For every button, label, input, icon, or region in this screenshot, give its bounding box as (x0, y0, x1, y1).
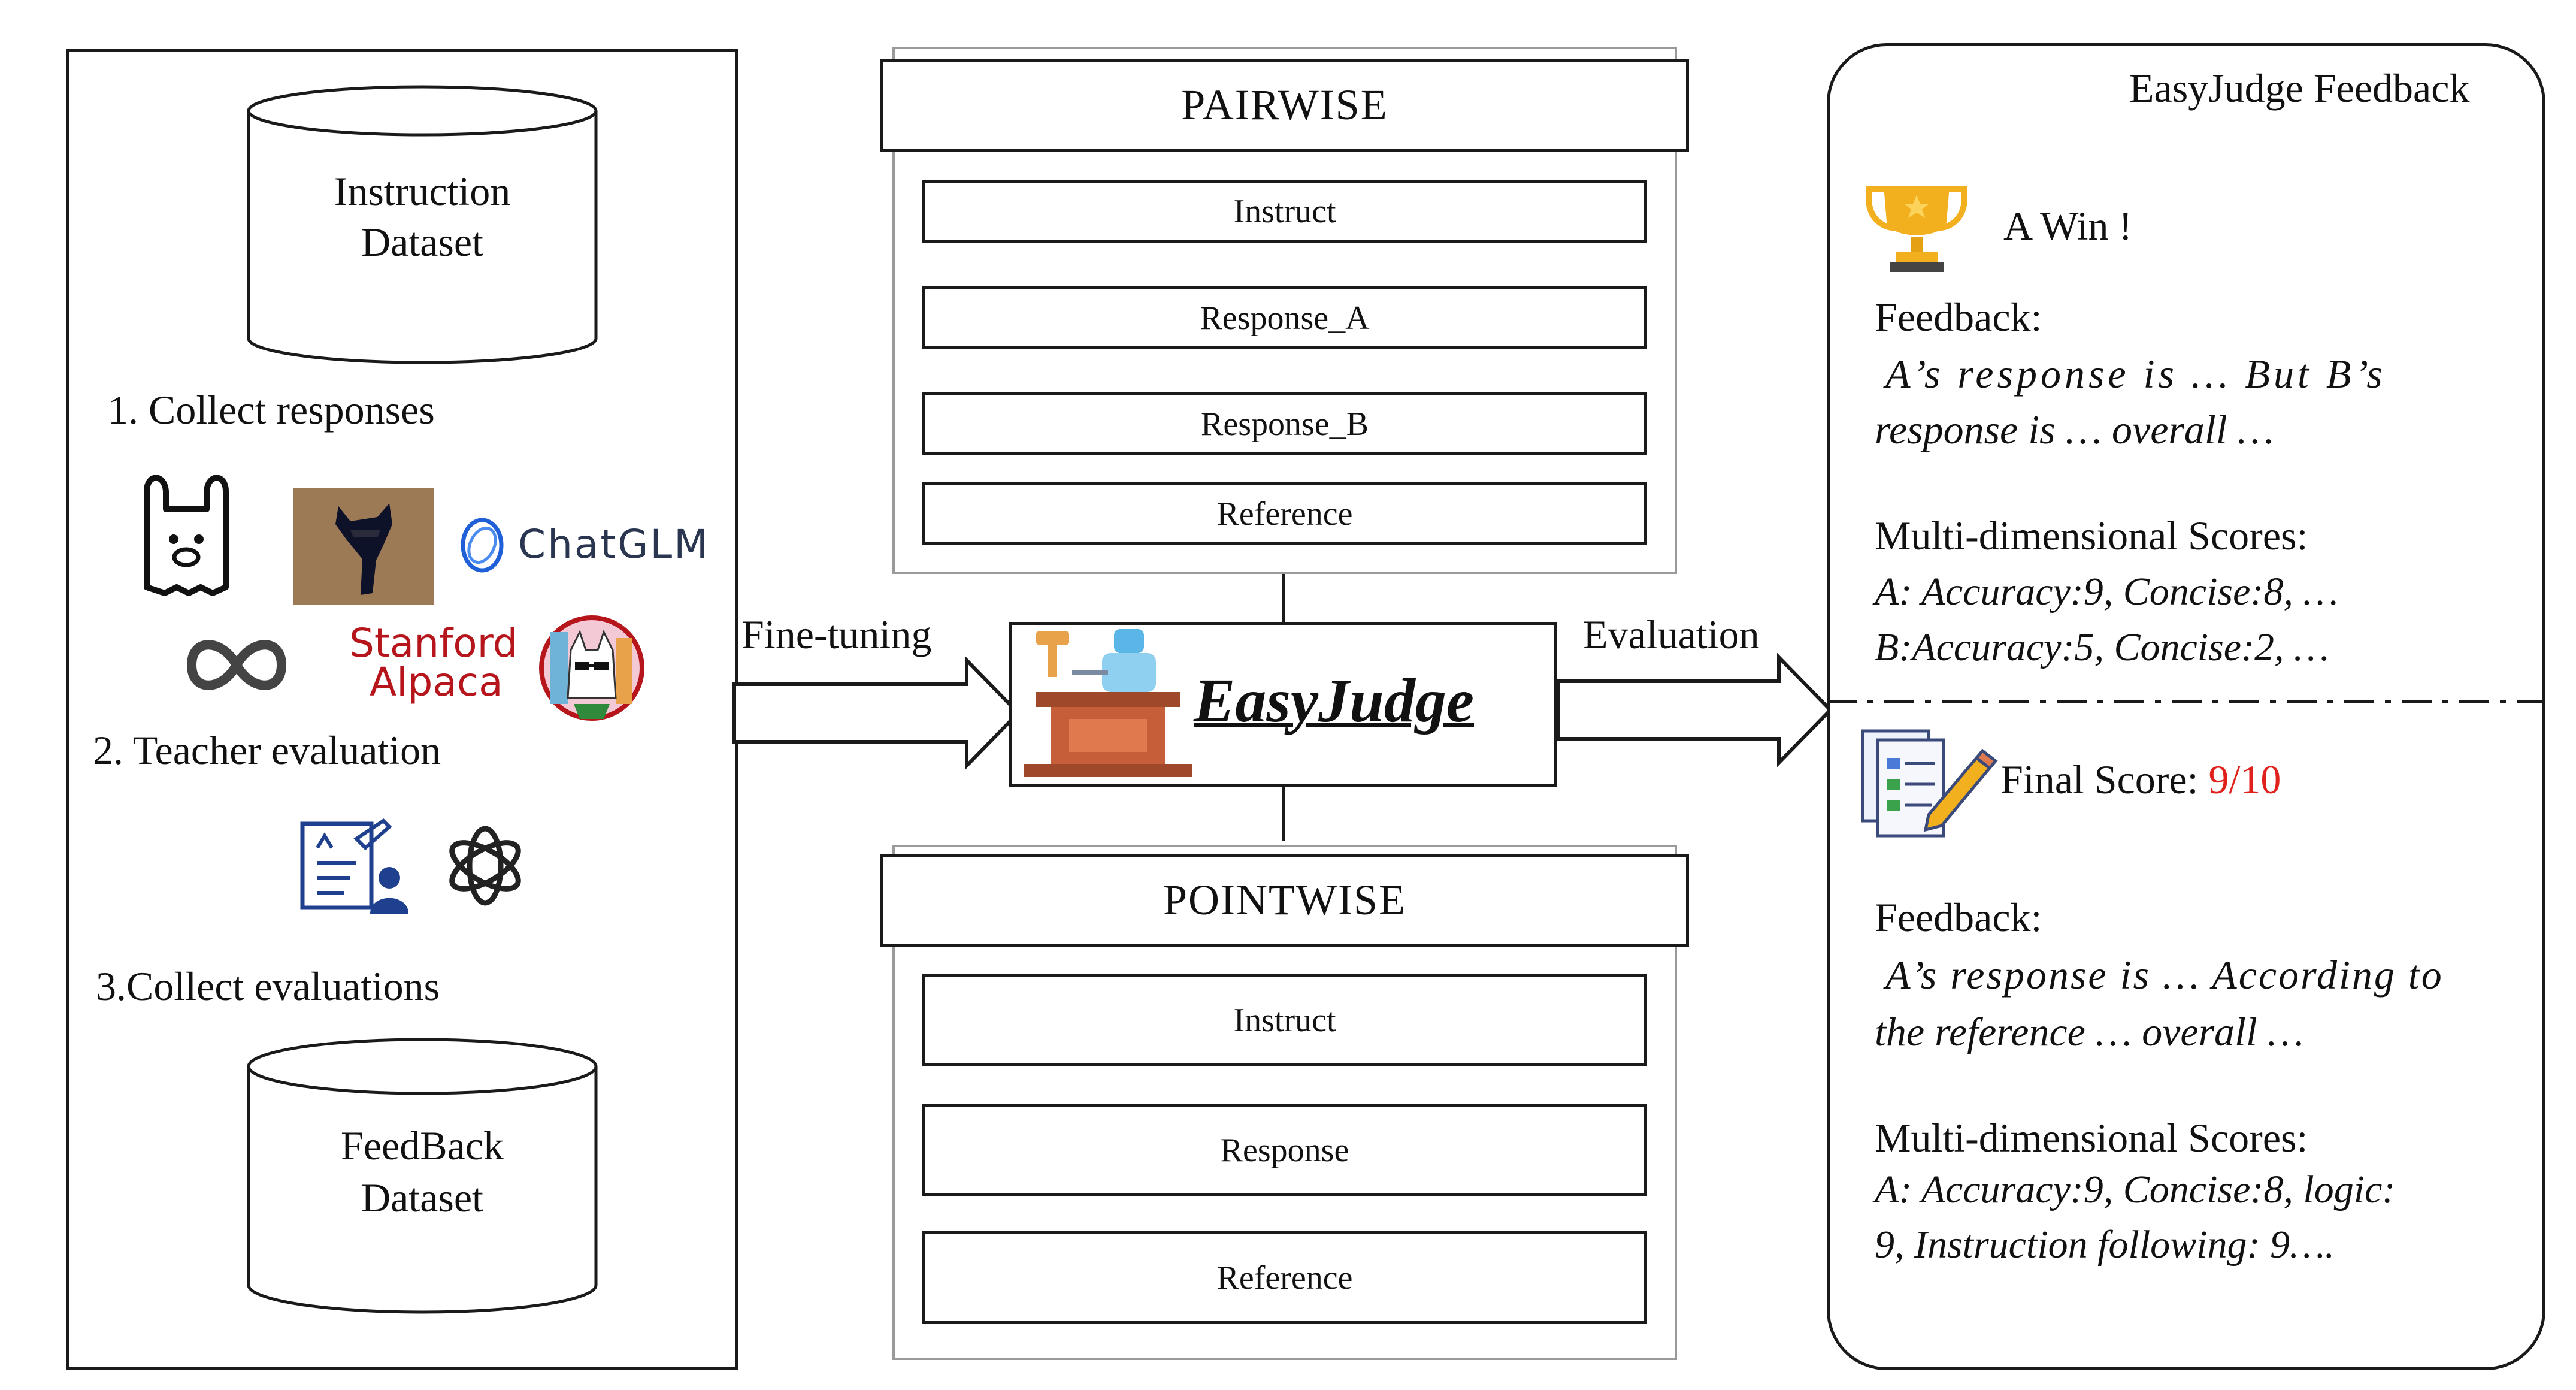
step-teacher-evaluation: 2. Teacher evaluation (93, 727, 441, 773)
feedback-panel (1827, 43, 2545, 1370)
pair-scores-line1: A: Accuracy:9, Concise:8, … (1875, 570, 2339, 614)
pair-scores-line2: B:Accuracy:5, Concise:2, … (1875, 626, 2329, 669)
fine-tuning-arrow (732, 655, 1021, 770)
point-scores-label: Multi-dimensional Scores: (1875, 1115, 2308, 1161)
pairwise-header: PAIRWISE (880, 59, 1689, 152)
point-feedback-line2: the reference … overall … (1875, 1009, 2304, 1054)
checklist-icon (1861, 729, 1998, 838)
instruction-dataset-cylinder (247, 85, 598, 364)
pair-feedback-line1: A’s response is … But B’s (1885, 351, 2386, 397)
pairwise-connector (1282, 570, 1285, 623)
point-scores-line1: A: Accuracy:9, Concise:8, logic: (1875, 1168, 2396, 1211)
instruction-dataset-label-line1: Instruction (334, 168, 511, 214)
evaluation-arrow (1557, 652, 1833, 767)
feedback-dataset-label-line1: FeedBack (341, 1123, 504, 1168)
win-result: A Win ! (2003, 203, 2133, 249)
final-score-line: Final Score: 9/10 (2000, 756, 2281, 803)
trophy-icon (1866, 186, 1967, 272)
chatglm-ring-icon (461, 518, 504, 573)
pair-feedback-line2: response is … overall … (1875, 407, 2274, 452)
pairwise-response-b-field: Response_B (922, 392, 1647, 455)
point-feedback-line1: A’s response is … According to (1885, 952, 2444, 998)
section-divider (1827, 700, 2545, 703)
point-feedback-label: Feedback: (1875, 895, 2042, 940)
final-score-value: 9/10 (2208, 757, 2281, 802)
step-collect-evaluations: 3.Collect evaluations (96, 963, 440, 1009)
pair-feedback-label: Feedback: (1875, 294, 2042, 340)
pointwise-response-field: Response (922, 1104, 1647, 1196)
pointwise-instruct-field: Instruct (922, 974, 1647, 1066)
stanford-logo-text: Stanford (349, 620, 518, 666)
alpaca-logo-text: Alpaca (370, 659, 503, 705)
feedback-dataset-label-line2: Dataset (361, 1175, 483, 1220)
vicuna-silhouette-icon (335, 503, 392, 595)
point-scores-line2: 9, Instruction following: 9…. (1875, 1223, 2335, 1267)
judge-podium-icon (1024, 629, 1192, 777)
meta-icon (186, 640, 287, 690)
fine-tuning-label: Fine-tuning (741, 612, 932, 657)
final-score-label: Final Score: (2000, 757, 2209, 802)
pointwise-connector (1282, 784, 1285, 841)
pointwise-reference-field: Reference (922, 1231, 1647, 1324)
easyjudge-title: EasyJudge (1194, 666, 1474, 735)
evaluation-label: Evaluation (1583, 612, 1760, 657)
teacher-evaluation-icon (300, 818, 408, 914)
openai-icon (449, 826, 521, 906)
step-collect-responses: 1. Collect responses (108, 387, 435, 433)
instruction-dataset-label-line2: Dataset (361, 219, 483, 265)
alpaca-badge-icon (539, 615, 644, 721)
feedback-panel-title: EasyJudge Feedback (2129, 65, 2470, 111)
pairwise-response-a-field: Response_A (922, 286, 1647, 349)
pairwise-instruct-field: Instruct (922, 180, 1647, 243)
pairwise-reference-field: Reference (922, 482, 1647, 545)
pair-scores-label: Multi-dimensional Scores: (1875, 513, 2308, 558)
chatglm-logo-text: ChatGLM (518, 521, 710, 567)
llama-icon (144, 475, 229, 596)
pointwise-header: POINTWISE (880, 854, 1689, 947)
feedback-dataset-cylinder (247, 1038, 598, 1314)
